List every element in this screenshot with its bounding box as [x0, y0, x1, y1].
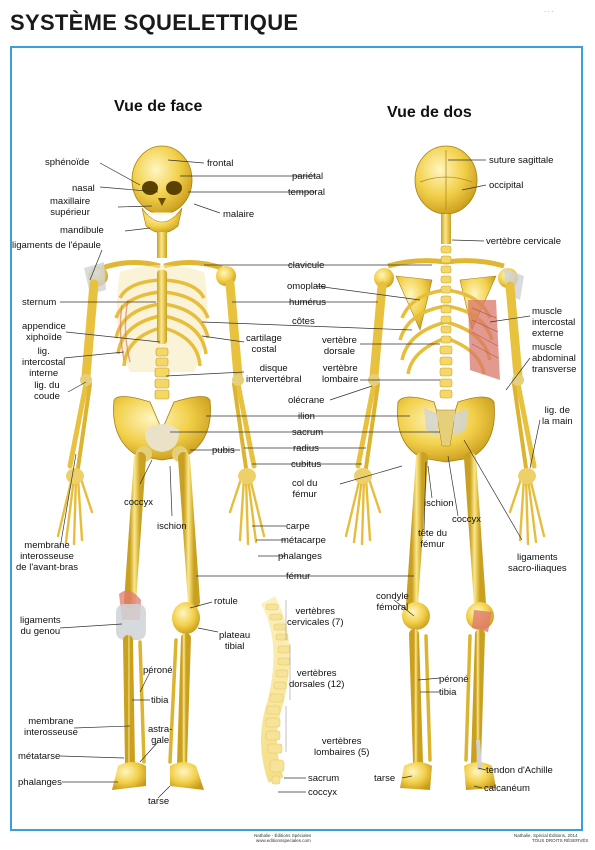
label-plateau-tibial: plateau tibial: [219, 630, 251, 652]
label-spine-sacrum: sacrum: [308, 773, 340, 784]
label-phalanges-pied: phalanges: [18, 777, 62, 788]
label-astragale: astra- gale: [148, 724, 173, 746]
label-tibia-back: tibia: [439, 687, 457, 698]
label-vertebre-lombaire: vertèbre lombaire: [322, 363, 359, 385]
label-metacarpe: métacarpe: [281, 535, 326, 546]
footer-right-line1: Nathalie, Spécial Éditions, 2014: [514, 833, 578, 838]
label-tarse-front: tarse: [148, 796, 170, 807]
label-radius: radius: [293, 443, 319, 454]
label-tarse-back: tarse: [374, 773, 396, 784]
label-coccyx-back: coccyx: [452, 514, 482, 525]
label-pubis: pubis: [212, 445, 235, 456]
label-frontal: frontal: [207, 158, 234, 169]
label-mandibule: mandibule: [60, 225, 104, 236]
label-tibia-front: tibia: [151, 695, 169, 706]
label-nasal: nasal: [72, 183, 95, 194]
page-title: SYSTÈME SQUELETTIQUE: [10, 10, 299, 35]
label-cotes: côtes: [292, 316, 315, 327]
label-disque: disque intervertébral: [246, 363, 302, 385]
front-skeleton: [56, 145, 266, 790]
label-ischion-front: ischion: [157, 521, 187, 532]
label-spine-coccyx: coccyx: [308, 787, 338, 798]
label-perone-front: péroné: [143, 665, 173, 676]
back-skeleton: [344, 145, 546, 790]
label-metatarse: métatarse: [18, 751, 61, 762]
label-muscle-intercostal: muscle intercostal externe: [532, 306, 576, 339]
leader-lines: [59, 159, 541, 799]
label-olecrane: olécrane: [288, 395, 325, 406]
label-sternum: sternum: [22, 297, 57, 308]
label-malaire: malaire: [223, 209, 255, 220]
label-vertebres-dorsales: vertèbres dorsales (12): [289, 668, 345, 690]
label-ligaments-epaule: ligaments de l'épaule: [12, 240, 101, 251]
label-appendice: appendice xiphoïde: [22, 321, 66, 343]
label-suture-sagittale: suture sagittale: [489, 155, 554, 166]
label-clavicule: clavicule: [288, 260, 325, 271]
label-col-femur: col du fémur: [292, 478, 318, 500]
label-phalanges-main: phalanges: [278, 551, 322, 562]
label-ilion: ilion: [298, 411, 315, 422]
label-coccyx-front: coccyx: [124, 497, 154, 508]
label-temporal: temporal: [288, 187, 325, 198]
label-cartilage: cartilage costal: [246, 333, 282, 355]
label-carpe: carpe: [286, 521, 310, 532]
label-femur: fémur: [286, 571, 311, 582]
label-humerus: humérus: [289, 297, 326, 308]
label-vertebre-dorsale: vertèbre dorsale: [322, 335, 357, 357]
spine-detail: [260, 596, 291, 785]
label-membrane-interosseuse: membrane interosseuse: [24, 716, 78, 738]
label-perone-back: péroné: [439, 674, 469, 685]
label-cubitus: cubitus: [291, 459, 322, 470]
label-lig-intercostal: lig. intercostal interne: [22, 346, 66, 379]
corner-mark: · · ·: [544, 9, 554, 15]
label-sacrum: sacrum: [292, 427, 324, 438]
label-lig-coude: lig. du coude: [34, 380, 60, 402]
label-calcaneum: calcanéum: [484, 783, 530, 794]
front-view-heading: Vue de face: [114, 98, 203, 115]
label-occipital: occipital: [489, 180, 524, 191]
label-vertebres-lombaires: vertèbres lombaires (5): [314, 736, 370, 758]
label-membrane-avant-bras: membrane interosseuse de l'avant-bras: [16, 540, 79, 573]
footer-right-line2: TOUS DROITS RÉSERVÉS: [532, 838, 589, 843]
label-condyle-femoral: condyle fémoral: [376, 591, 409, 613]
label-tete-femur: tête du fémur: [418, 528, 448, 550]
footer-left-line1: Nathalie - Éditions Spéciales: [254, 833, 312, 838]
label-omoplate: omoplate: [287, 281, 327, 292]
label-rotule: rotule: [214, 596, 238, 607]
label-ischion-back: ischion: [424, 498, 454, 509]
label-ligaments-genou: ligaments du genou: [20, 615, 61, 637]
label-vertebres-cervicales: vertèbres cervicales (7): [287, 606, 344, 628]
back-view-heading: Vue de dos: [387, 104, 472, 121]
label-vertebre-cervicale: vertèbre cervicale: [486, 236, 561, 247]
label-lig-main: lig. de la main: [542, 405, 573, 427]
label-sphenoide: sphénoïde: [45, 157, 90, 168]
label-muscle-abdominal: muscle abdominal transverse: [532, 342, 577, 375]
label-ligaments-sacro-iliaques: ligaments sacro-iliaques: [508, 552, 567, 574]
label-tendon-achille: tendon d'Achille: [486, 765, 553, 776]
label-maxillaire: maxillaire supérieur: [50, 196, 91, 218]
label-parietal: pariétal: [292, 171, 324, 182]
footer-left-line2: www.editionsspeciales.com: [256, 838, 311, 843]
